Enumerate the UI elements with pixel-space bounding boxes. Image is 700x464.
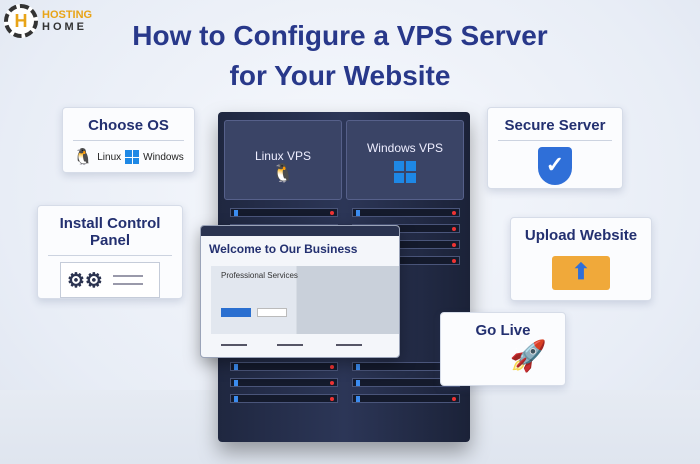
- windows-icon: [125, 150, 140, 164]
- website-preview-window: Welcome to Our Business Professional Ser…: [200, 225, 400, 358]
- tux-icon: 🐧: [271, 163, 295, 183]
- page-title: How to Configure a VPS Server for Your W…: [100, 16, 580, 96]
- logo-line2: HOME: [42, 20, 87, 33]
- logo-mark: H: [14, 10, 28, 31]
- linux-vps-bay: Linux VPS 🐧: [224, 120, 342, 200]
- browser-heading: Welcome to Our Business: [209, 242, 358, 256]
- title-line2: for Your Website: [229, 60, 451, 91]
- title-line1: How to Configure a VPS Server: [132, 20, 548, 51]
- contact-button: [257, 308, 287, 317]
- learn-more-button: [221, 308, 251, 317]
- windows-icon: [394, 161, 416, 183]
- hero-section: Professional Services: [211, 266, 399, 334]
- rocket-icon: 🚀: [509, 340, 547, 373]
- go-live-card: Go Live 🚀: [440, 312, 566, 386]
- windows-label: Windows: [143, 151, 184, 163]
- logo-line1: HOSTING: [42, 8, 93, 21]
- secure-server-card: Secure Server ✓: [487, 107, 623, 189]
- control-panel-label: Install Control Panel: [59, 215, 161, 249]
- linux-label: Linux: [97, 151, 122, 163]
- shield-check-icon: ✓: [538, 147, 572, 185]
- gear-logo-icon: H: [4, 4, 38, 38]
- upload-website-card: Upload Website ⬆: [510, 217, 652, 301]
- browser-subheading: Professional Services: [221, 271, 298, 280]
- folder-upload-icon: ⬆: [552, 256, 610, 290]
- control-panel-card: Install Control Panel ⚙⚙: [37, 205, 183, 299]
- secure-server-label: Secure Server: [504, 117, 606, 134]
- gears-icon: ⚙⚙: [60, 262, 160, 298]
- go-live-label: Go Live: [475, 322, 531, 339]
- choose-os-label: Choose OS: [88, 117, 169, 134]
- browser-titlebar: [201, 226, 399, 236]
- tux-icon: 🐧: [73, 149, 94, 166]
- windows-vps-bay: Windows VPS: [346, 120, 464, 200]
- upload-website-label: Upload Website: [524, 227, 638, 244]
- linux-vps-label: Linux VPS: [254, 149, 312, 163]
- windows-vps-label: Windows VPS: [366, 141, 444, 155]
- choose-os-card: Choose OS 🐧Linux Windows: [62, 107, 195, 173]
